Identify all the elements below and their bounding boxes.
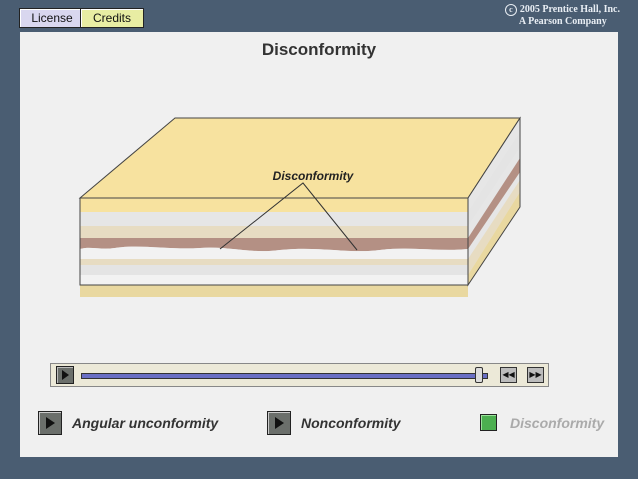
fast-forward-icon: ▶▶: [529, 370, 542, 379]
disconformity-label[interactable]: Disconformity: [510, 415, 605, 431]
content-panel: Disconformity Disconformity ◀◀ ▶▶ Angula…: [20, 32, 618, 457]
block-diagram: Disconformity: [78, 116, 521, 297]
progress-thumb[interactable]: [474, 367, 483, 383]
front-layer-2: [80, 212, 468, 226]
angular-unconformity-label[interactable]: Angular unconformity: [72, 415, 219, 431]
progress-track[interactable]: [81, 373, 488, 379]
animation-player: ◀◀ ▶▶: [50, 363, 549, 387]
front-layer-8: [80, 285, 468, 297]
nonconformity-button[interactable]: [267, 411, 291, 435]
front-layer-7: [80, 275, 468, 285]
front-layer-5: [80, 259, 468, 265]
front-brown-layer: [80, 238, 468, 252]
side-brown-layer: [468, 158, 520, 249]
nonconformity-label[interactable]: Nonconformity: [301, 415, 401, 431]
copyright-icon: c: [504, 4, 517, 16]
credits-button[interactable]: Credits: [80, 8, 144, 28]
fast-forward-button[interactable]: ▶▶: [527, 367, 544, 383]
callout-pointer: [219, 182, 358, 251]
front-layer-1: [80, 198, 468, 212]
rewind-button[interactable]: ◀◀: [500, 367, 517, 383]
rewind-icon: ◀◀: [502, 370, 515, 379]
disconformity-button[interactable]: [480, 414, 497, 431]
angular-unconformity-button[interactable]: [38, 411, 62, 435]
side-layer-2: [468, 132, 520, 226]
side-layer-8: [468, 192, 520, 285]
page-title: Disconformity: [261, 40, 377, 59]
play-button[interactable]: [56, 366, 74, 384]
license-button[interactable]: License: [19, 8, 85, 28]
side-face-outline: [467, 116, 521, 287]
side-layer-5: [468, 180, 520, 275]
copyright-line-2: A Pearson Company: [518, 16, 607, 27]
front-layer-3: [80, 226, 468, 238]
copyright-line-1: 2005 Prentice Hall, Inc.: [519, 4, 620, 15]
front-layer-4: [80, 246, 468, 259]
callout-label: Disconformity: [273, 169, 355, 183]
front-layer-6: [80, 265, 468, 275]
